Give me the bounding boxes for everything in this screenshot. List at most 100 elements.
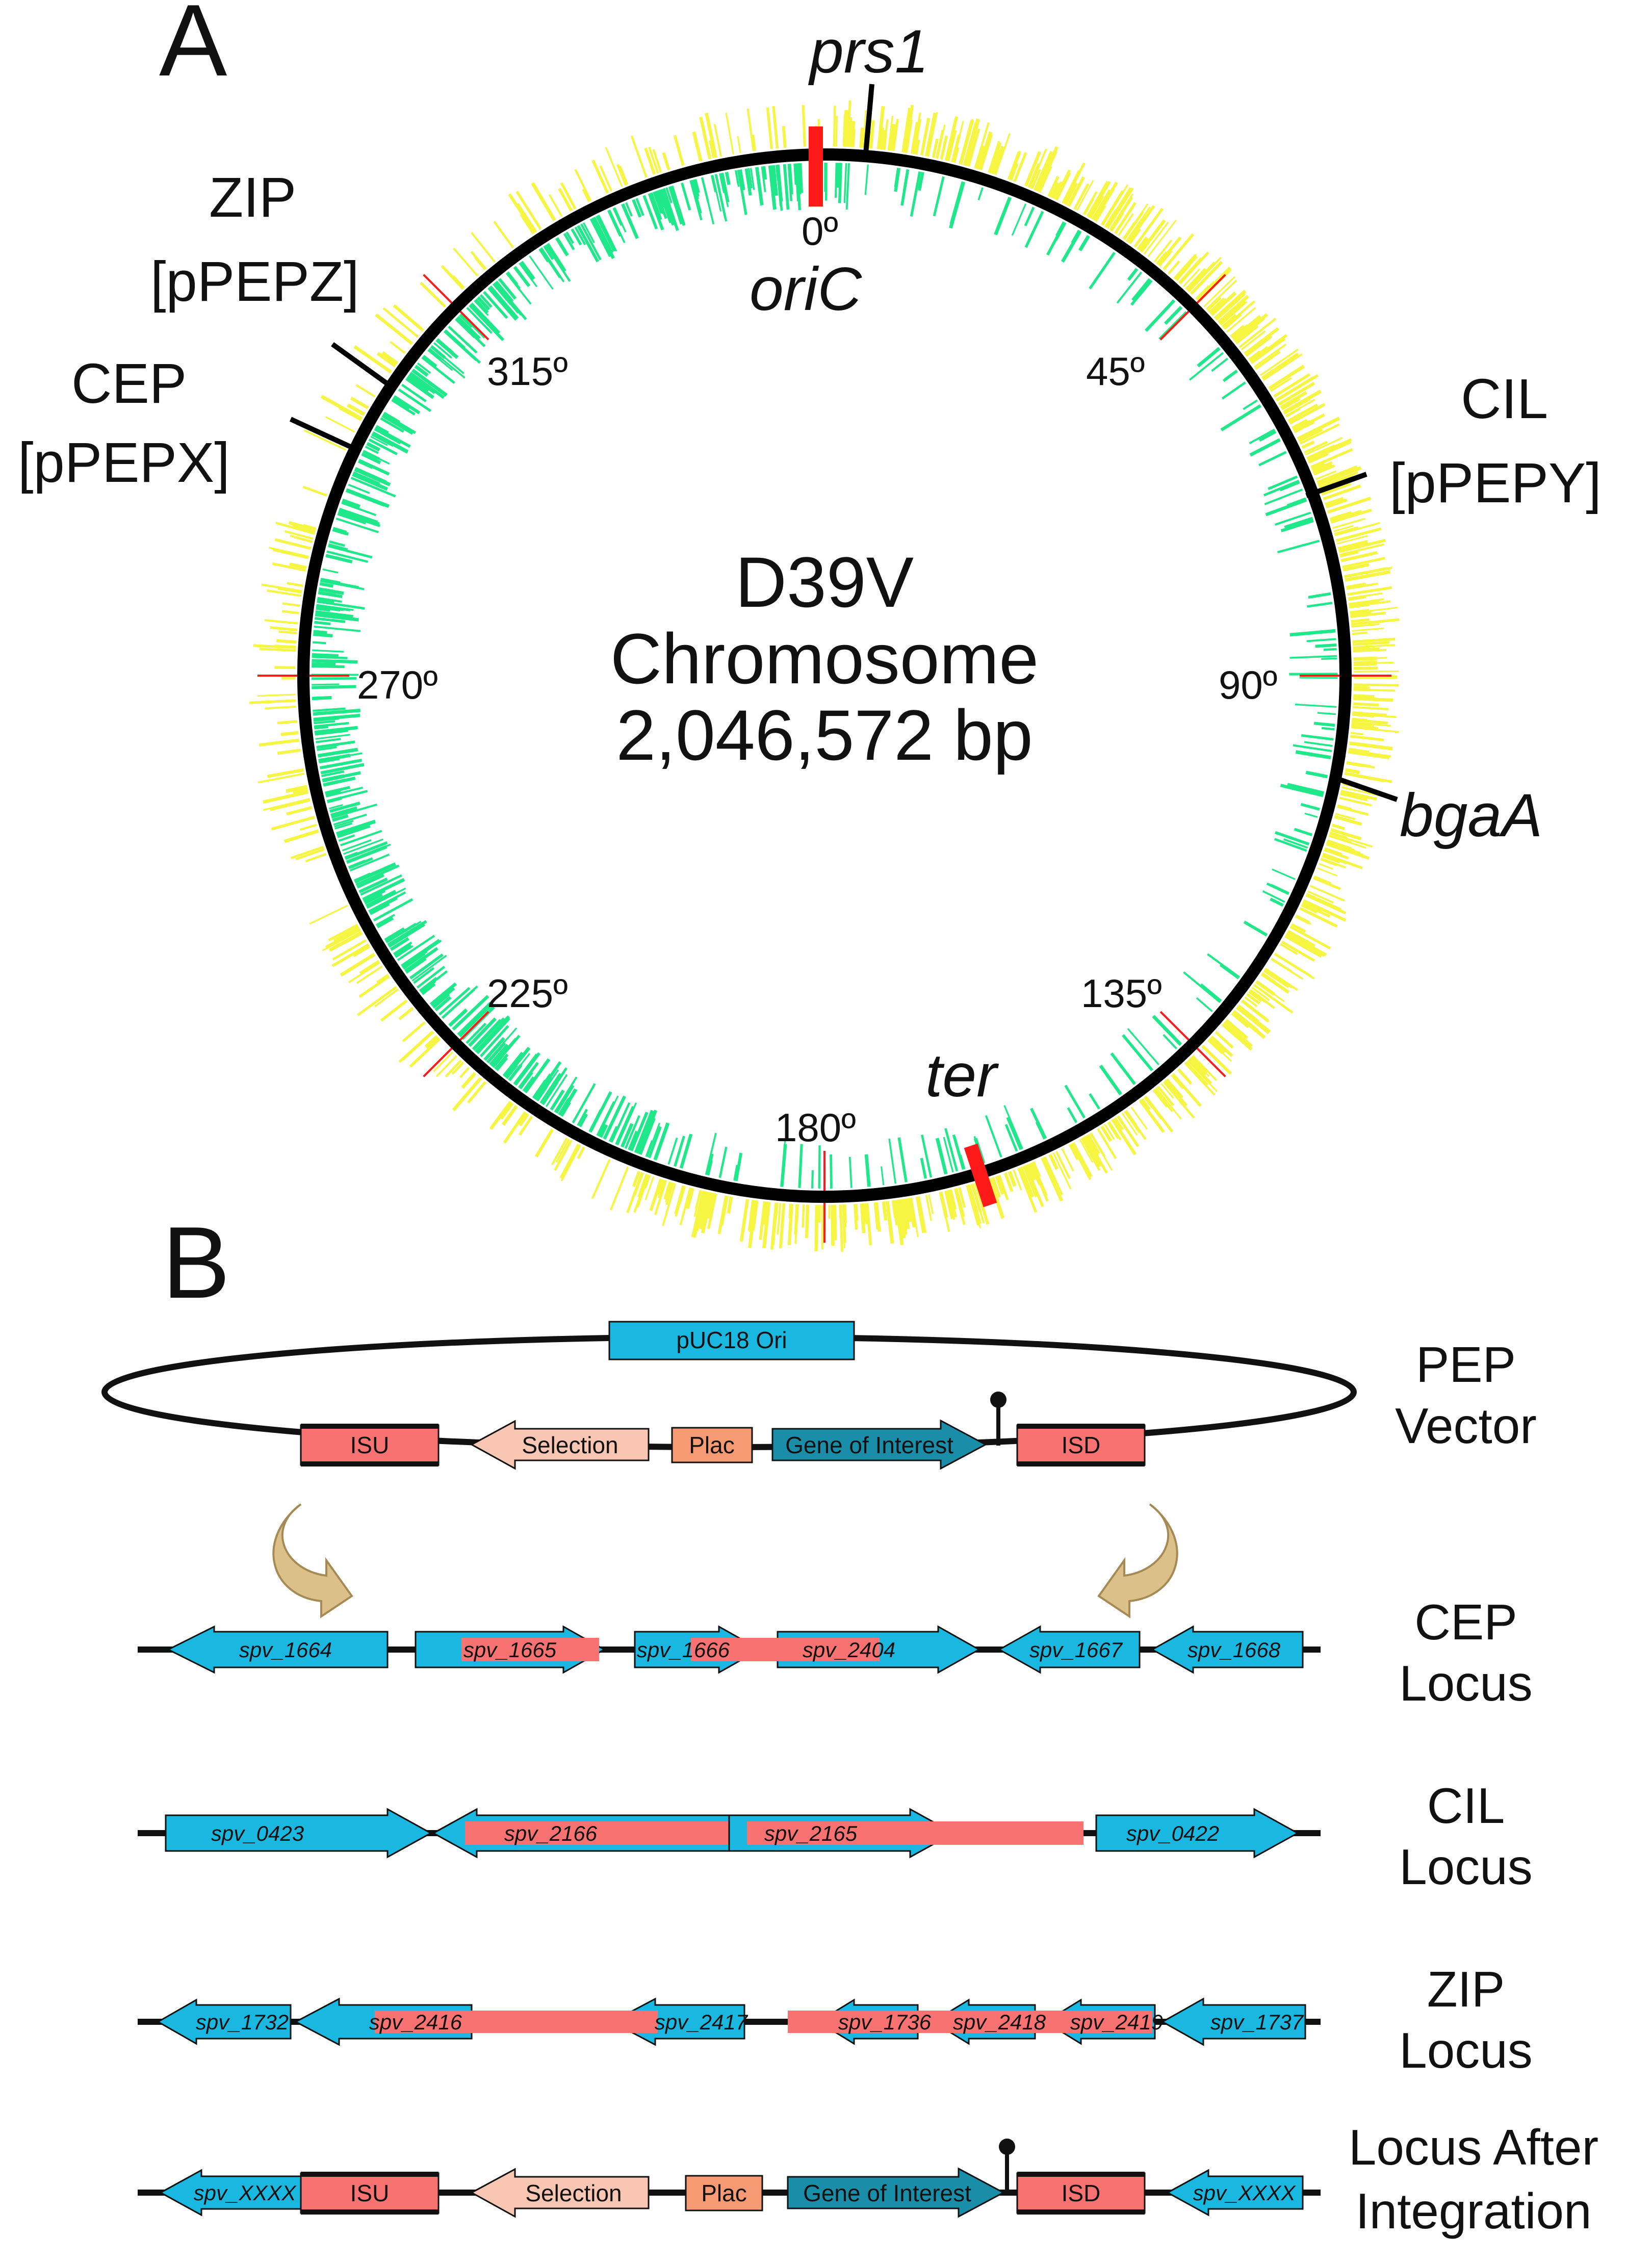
forward-gene-tick [842, 1204, 846, 1243]
zip-plasmid-label: [pPEPZ] [150, 250, 359, 313]
forward-gene-tick [1207, 297, 1222, 312]
reverse-gene-tick [343, 838, 384, 855]
forward-gene-tick [1353, 702, 1379, 707]
reverse-gene-tick [312, 696, 332, 701]
zip-gene-spv_2417-label: spv_2417 [655, 2010, 748, 2034]
forward-gene-tick [1349, 741, 1393, 751]
zip-gene-spv_2418-label: spv_2418 [953, 2010, 1046, 2034]
reverse-gene-tick [419, 976, 437, 991]
forward-gene-tick [1346, 582, 1378, 590]
forward-gene-tick [674, 1185, 684, 1214]
forward-gene-tick [1178, 257, 1202, 284]
forward-gene-tick [1352, 711, 1387, 716]
forward-gene-tick [359, 960, 380, 975]
forward-gene-tick [1196, 266, 1232, 302]
forward-gene-tick [1289, 925, 1331, 950]
chromosome-ring [297, 148, 1352, 1203]
reverse-gene-tick [608, 209, 626, 243]
forward-gene-tick [1208, 297, 1225, 313]
forward-gene-tick [1073, 194, 1083, 210]
reverse-gene-tick [580, 223, 602, 261]
reverse-gene-tick [342, 839, 372, 852]
forward-gene-tick [435, 1055, 457, 1077]
reverse-gene-tick [1262, 890, 1285, 903]
forward-gene-tick [402, 1021, 426, 1042]
forward-gene-tick [1353, 656, 1377, 661]
forward-gene-tick [881, 130, 886, 150]
forward-gene-tick [274, 666, 296, 670]
forward-gene-tick [1351, 725, 1371, 730]
reverse-gene-tick [634, 1136, 644, 1154]
reverse-gene-tick [943, 1137, 954, 1173]
forward-gene-tick [518, 1116, 533, 1136]
forward-gene-tick [991, 1177, 1001, 1198]
reverse-gene-tick [1220, 963, 1240, 980]
forward-gene-tick [1342, 557, 1385, 569]
forward-gene-tick [281, 610, 299, 614]
reverse-gene-tick [542, 1082, 559, 1105]
forward-gene-tick [609, 1166, 629, 1211]
reverse-gene-tick [648, 1126, 662, 1159]
forward-gene-tick [286, 806, 313, 816]
reverse-gene-tick [358, 877, 388, 893]
forward-gene-tick [685, 1187, 692, 1208]
reverse-gene-tick [489, 1043, 509, 1066]
reverse-gene-tick [588, 1109, 603, 1133]
forward-gene-tick [1256, 980, 1271, 991]
forward-gene-tick [1255, 981, 1285, 1002]
reverse-gene-tick [603, 1095, 626, 1140]
degree-label-180: 180º [775, 1105, 856, 1150]
reverse-gene-tick [630, 1112, 649, 1152]
forward-gene-tick [1085, 1135, 1108, 1174]
reverse-gene-tick [1272, 868, 1296, 880]
vector-selection-arrow [470, 1420, 650, 1470]
reverse-gene-tick [600, 1124, 608, 1138]
forward-gene-tick [333, 925, 359, 942]
reverse-gene-tick [1295, 750, 1331, 760]
forward-gene-tick [382, 307, 419, 338]
forward-gene-tick [278, 630, 297, 634]
forward-gene-tick [1041, 1157, 1064, 1202]
reverse-gene-tick [334, 822, 353, 830]
reverse-gene-tick [838, 163, 842, 189]
forward-gene-tick [1171, 1074, 1184, 1089]
forward-gene-tick [1137, 236, 1148, 250]
reverse-gene-tick [563, 233, 575, 250]
reverse-gene-tick [493, 282, 520, 314]
reverse-gene-tick [554, 1084, 575, 1114]
reverse-gene-tick [771, 165, 779, 196]
forward-gene-tick [1140, 239, 1151, 252]
forward-gene-tick [1331, 824, 1346, 831]
oric-label: oriC [750, 255, 862, 323]
forward-gene-tick [971, 1183, 982, 1213]
reverse-gene-tick [372, 431, 409, 452]
reverse-gene-tick [571, 228, 582, 246]
reverse-gene-tick [441, 985, 478, 1019]
cep-pointer [289, 417, 358, 452]
reverse-gene-tick [547, 243, 566, 272]
forward-gene-tick [861, 127, 865, 148]
cep-row-label-2: Locus [1399, 1655, 1533, 1711]
reverse-gene-tick [328, 804, 343, 810]
forward-gene-tick [493, 221, 514, 248]
degree-label-0: 0º [802, 209, 838, 253]
reverse-gene-tick [1268, 475, 1298, 491]
cep-label: CEP [71, 352, 187, 415]
forward-gene-tick [292, 524, 316, 534]
ter-marker [964, 1143, 997, 1207]
forward-gene-tick [1082, 191, 1098, 215]
reverse-gene-tick [1287, 783, 1325, 794]
forward-gene-tick [453, 1062, 464, 1073]
cil-gene-spv_0423-label: spv_0423 [211, 1821, 304, 1845]
reverse-gene-tick [356, 873, 384, 889]
chromosome-type: Chromosome [610, 619, 1039, 699]
reverse-gene-tick [492, 1054, 504, 1068]
reverse-gene-tick [662, 188, 679, 231]
forward-gene-tick [452, 1077, 482, 1112]
reverse-gene-tick [375, 914, 395, 926]
reverse-gene-tick [327, 790, 368, 803]
forward-gene-tick [374, 988, 399, 1008]
reverse-gene-tick [597, 1095, 619, 1137]
forward-gene-tick [1063, 162, 1086, 204]
reverse-gene-tick [613, 207, 627, 233]
